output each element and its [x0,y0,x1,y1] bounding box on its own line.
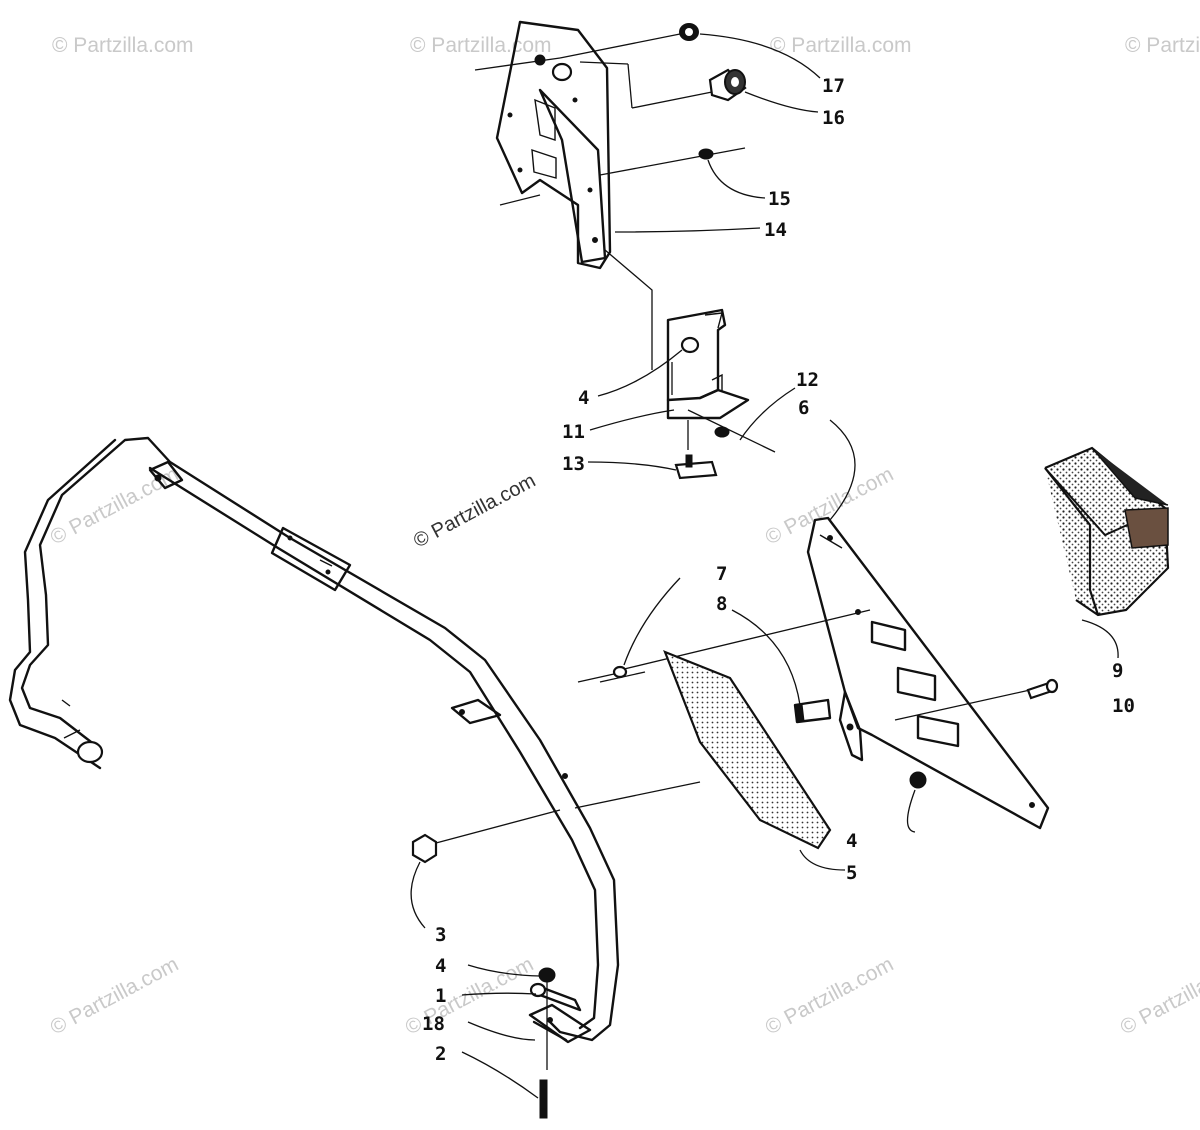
watermark-text: © Partzilla.com [1125,34,1200,57]
callout-12: 12 [796,369,819,391]
part-17-grommet [679,23,699,41]
top-mounting-plate [495,20,612,270]
watermark-text: © Partzilla.com [1117,953,1200,1040]
part-5-grille [663,650,832,850]
part-15-rivet [698,148,714,160]
callout-3: 3 [435,924,446,946]
part-9-pad [1044,446,1170,617]
watermark-text: © Partzilla.com [52,34,194,57]
watermark-text: © Partzilla.com [410,34,552,57]
callout-4: 4 [435,955,446,977]
callout-16: 16 [822,107,845,129]
callout-5: 5 [846,862,857,884]
callout-labels: 17 16 15 14 12 6 4 11 13 7 8 9 10 4 5 3 … [422,75,1135,1065]
watermark-text: © Partzilla.com [762,953,898,1040]
callout-1: 1 [435,985,446,1007]
callout-15: 15 [768,188,791,210]
part-12-rivet [714,426,730,438]
watermark-text: © Partzilla.com [47,953,183,1040]
callout-11: 11 [562,421,585,443]
part-13-plate [674,454,718,480]
part-2-bolt [539,1079,548,1119]
callout-6: 6 [798,397,809,419]
watermarks: © Partzilla.com © Partzilla.com © Partzi… [47,34,1200,1039]
part-4-nut [909,771,927,789]
leader-lines [410,33,1119,1099]
part-1-sleeve [529,982,582,1012]
callout-2: 2 [435,1043,446,1065]
part-3-nut [411,833,438,864]
watermark-text: © Partzilla.com [770,34,912,57]
callout-10: 10 [1112,695,1135,717]
part-16-bushing [708,68,747,102]
callout-9: 9 [1112,660,1123,682]
part-4-nut [538,967,556,983]
callout-7: 7 [716,563,727,585]
part-7-rivet [577,665,628,683]
callout-17: 17 [822,75,845,97]
callout-13: 13 [562,453,585,475]
bracket-11 [666,308,750,420]
callout-14: 14 [764,219,787,241]
callout-8: 8 [716,593,727,615]
part-10-bolt [1026,678,1059,700]
callout-4: 4 [846,830,857,852]
callout-4: 4 [578,387,589,409]
side-panel-6 [806,516,1050,830]
bumper-tube [8,436,620,1044]
watermark-center-text: © Partzilla.com [410,470,539,553]
callout-18: 18 [422,1013,445,1035]
